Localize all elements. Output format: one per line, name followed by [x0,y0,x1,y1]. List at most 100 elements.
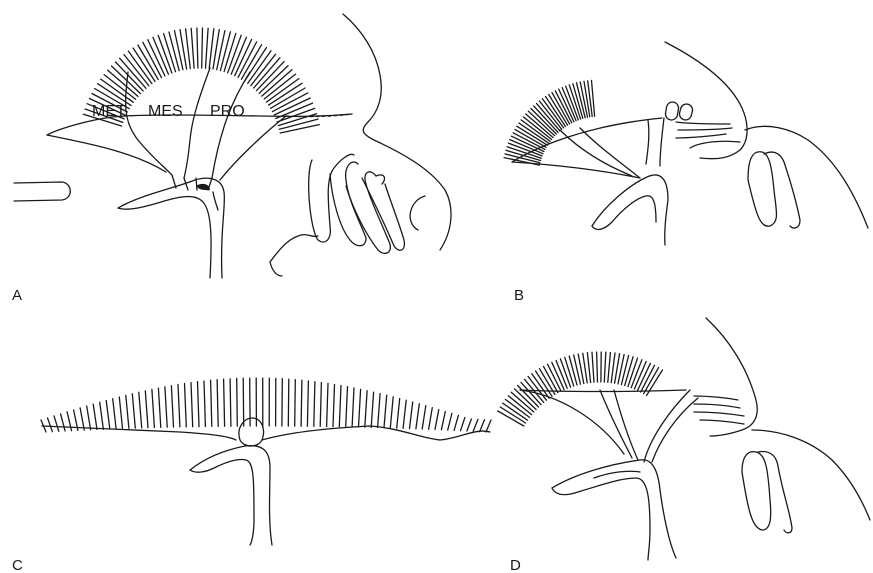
fin-ray [198,382,200,427]
panel-label-a: A [12,287,22,304]
fin-ray [206,28,209,68]
body-outline-d [706,318,870,533]
fin-ray [562,88,576,121]
fin-ray [217,380,218,427]
fin-ray [467,419,472,431]
panel-c: C [12,378,491,573]
fin-ray [138,45,158,79]
fin-ray [505,399,529,417]
fin-ray [280,125,319,133]
pelvic-elements-d [694,396,744,424]
fin-ray [510,140,543,154]
fin-ray [461,418,465,431]
fin-ray [61,414,66,431]
fin-ray [185,384,187,427]
fin-ray [508,396,531,415]
pelvic-elements-b [665,101,740,148]
fin-ray [271,88,306,108]
body-outline-b [665,42,868,228]
fin-ray [220,32,230,71]
girdle-a [118,178,224,278]
fin-ray [87,406,91,430]
fin-ray [397,399,400,429]
fin-ray [106,401,110,430]
fin-ray [454,415,458,430]
fin-ray [429,408,433,430]
fin-ray [113,399,116,429]
fin-ray [569,356,577,385]
fin-ray [132,394,135,428]
fin-ray [165,387,167,427]
fin-ray [241,45,261,79]
fin-ray [511,392,534,412]
fin-ray [119,397,122,429]
fin-ray [126,395,129,428]
fin-ray [333,385,335,427]
fin-ray [346,387,348,427]
fin-ray [54,416,59,431]
fin-ray [625,357,633,386]
panel-label-d: D [510,557,521,573]
panel-a: MET MES PRO A [12,14,451,304]
fin-ray [204,381,205,427]
fin-ray [314,382,315,427]
fin-outline-d [520,390,698,462]
fringe-rays-b [504,80,594,165]
fin-ray [528,377,546,401]
fin-ray [371,392,373,427]
fin-ray [211,380,212,426]
fin-ray [80,408,84,430]
fin-ray [441,412,445,430]
fin-ray [359,389,361,427]
fin-ray [486,420,491,432]
fringe-rays-d [498,352,663,426]
fin-ray [378,394,381,428]
panel-b: B [504,42,868,304]
label-mes: MES [148,103,183,120]
fin-ray [435,410,439,430]
fin-ray [145,391,148,428]
fin-ray [410,402,413,429]
fin-ray [237,378,238,426]
body-outline-a [14,14,451,250]
fin-ray [339,386,341,427]
fin-ray [171,386,173,428]
fringe-rays-c [41,378,491,432]
fin-ray [611,353,615,383]
fin-ray [191,383,193,427]
girdle-b [592,175,668,245]
fin-ray [320,383,321,427]
panel-d: D [498,318,870,573]
fin-ray [587,353,590,383]
fin-ray [158,388,160,427]
fin-ray [202,28,203,68]
fin-ray [422,406,426,429]
fin-ray [48,418,53,432]
panel-label-b: B [514,287,524,304]
fin-ray [169,32,179,71]
girdle-c [190,446,272,545]
fin-ray [93,404,97,429]
fin-ray [178,385,180,427]
fin-ray [608,353,611,383]
fin-ray [365,391,367,428]
fin-ray [295,380,296,427]
fin-ray [592,352,594,382]
fin-ray [604,352,606,382]
fin-ray [224,379,225,426]
fin-ray [197,28,198,68]
fin-ray [100,402,104,429]
fin-ray [186,29,191,69]
label-pro: PRO [210,103,245,120]
fin-ray [301,380,302,426]
fin-ray [288,379,289,426]
label-met: MET [92,103,126,120]
girdle-d [552,460,676,560]
fin-ray [152,389,155,427]
fin-ray [390,397,393,428]
fin-ray [416,404,419,429]
fin-ray [327,383,328,426]
fin-ray [597,352,598,382]
fin-ray [403,400,406,428]
